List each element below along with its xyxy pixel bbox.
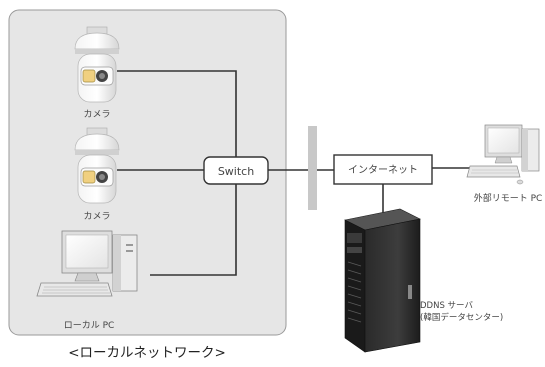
local-pc-icon bbox=[36, 230, 138, 297]
firewall-bar bbox=[308, 126, 317, 210]
remote-pc-label: 外部リモート PC bbox=[474, 192, 543, 204]
internet-label: インターネット bbox=[348, 164, 418, 176]
ddns-server-label-line1: DDNS サーバ bbox=[420, 301, 473, 311]
ddns-server-icon bbox=[344, 208, 421, 353]
connection-lines bbox=[117, 70, 485, 276]
ddns-server-label-line2: (韓国データセンター) bbox=[420, 312, 503, 323]
switch-label: Switch bbox=[218, 165, 254, 178]
local-pc-link bbox=[150, 184, 237, 276]
remote-pc-icon bbox=[466, 124, 540, 185]
switch-node: Switch bbox=[203, 156, 269, 185]
camera-1-link bbox=[117, 70, 237, 158]
camera-1-icon bbox=[74, 26, 120, 103]
camera-1-label: カメラ bbox=[83, 109, 110, 120]
camera-2-icon bbox=[74, 127, 120, 204]
internet-node: インターネット bbox=[333, 154, 433, 185]
local-network-caption: <ローカルネットワーク> bbox=[68, 345, 226, 361]
local-pc-label: ローカル PC bbox=[64, 320, 115, 331]
camera-2-label: カメラ bbox=[83, 211, 110, 222]
